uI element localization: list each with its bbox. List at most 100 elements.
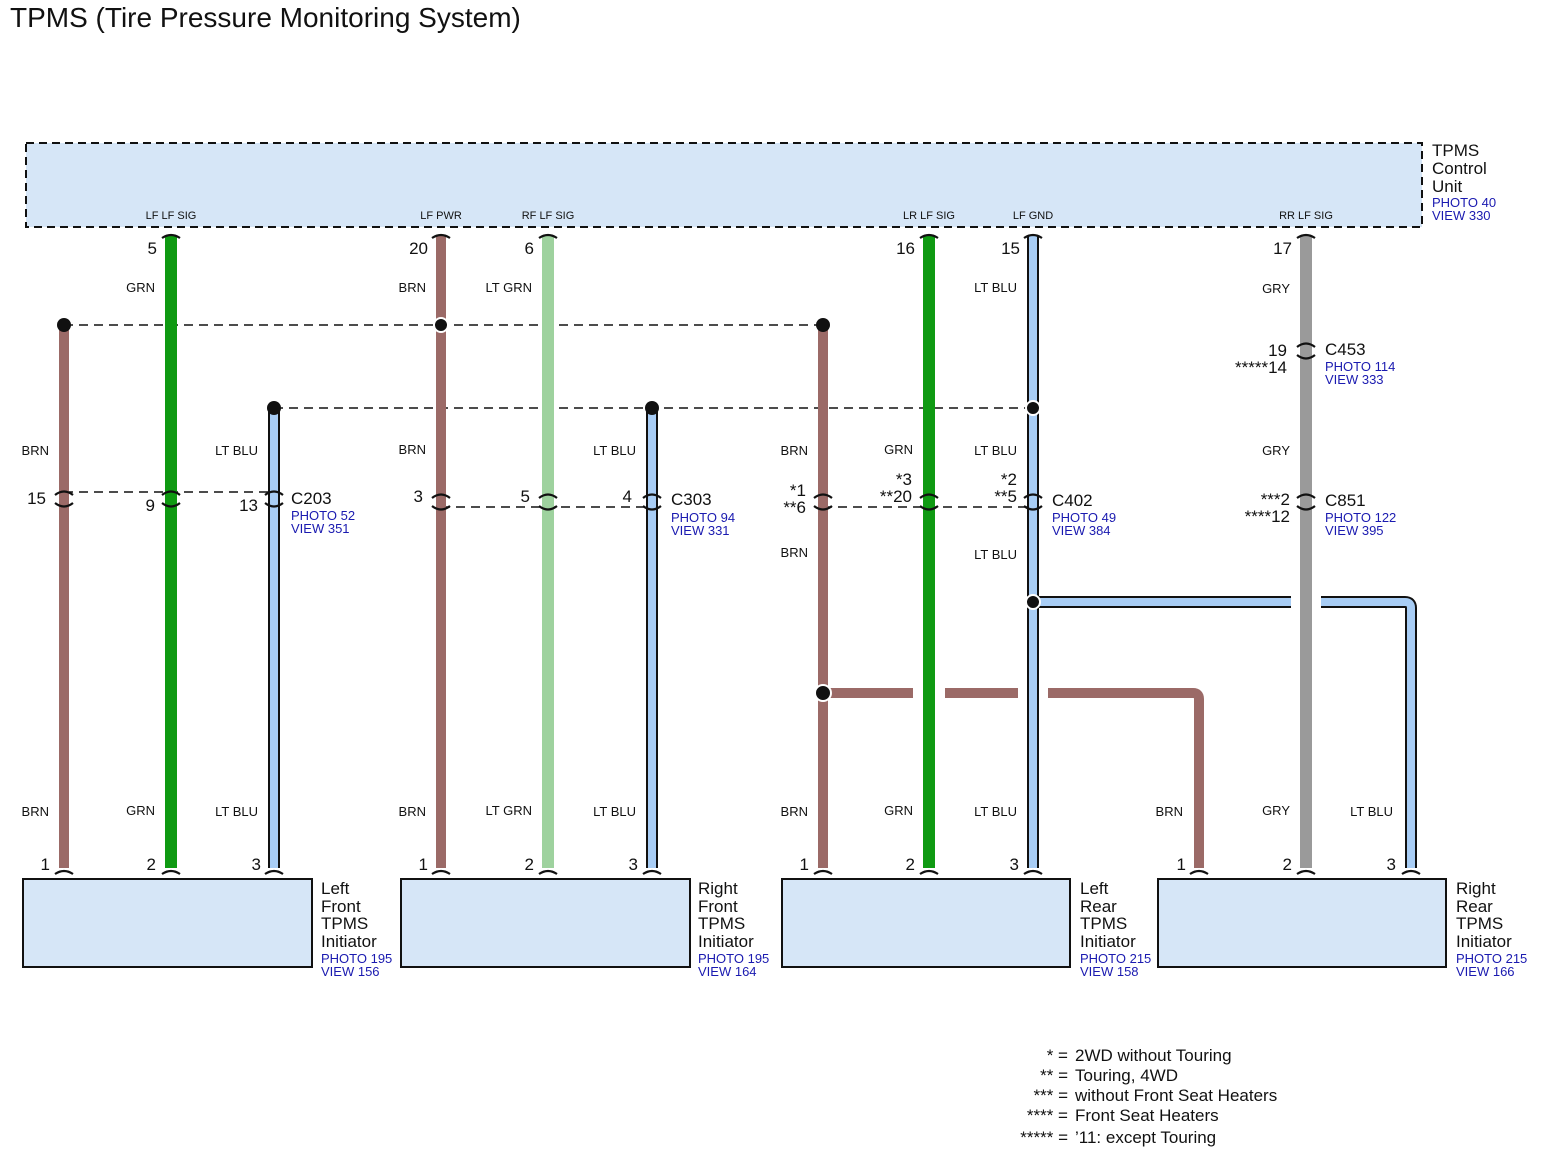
connector-arc xyxy=(538,493,558,499)
rf-initiator-box[interactable] xyxy=(400,878,691,968)
c203-photo-link[interactable]: PHOTO 52 xyxy=(291,508,355,523)
splice-points xyxy=(57,317,1041,702)
connector-arc xyxy=(431,493,451,499)
wire-label-grn: GRN xyxy=(126,803,155,818)
wire-label-lt-grn: LT GRN xyxy=(486,280,532,295)
rf-initiator-pin-2: 2 xyxy=(525,855,534,874)
signal-lr-lf-sig: LR LF SIG xyxy=(903,210,955,222)
connector-arc xyxy=(538,505,558,511)
legend-text: Touring, 4WD xyxy=(1075,1066,1178,1085)
cu-pin-lf-lf-sig: 5 xyxy=(148,239,157,258)
c203-pin-brn: 15 xyxy=(27,489,46,508)
c303-photo-link[interactable]: PHOTO 94 xyxy=(671,510,735,525)
control-unit-name-line2: Control xyxy=(1432,159,1487,178)
terminal-arc xyxy=(919,233,939,239)
wire-label-brn: BRN xyxy=(22,443,49,458)
rf-initiator-name-line3: TPMS xyxy=(698,914,745,933)
terminal-arc xyxy=(538,233,558,239)
rf-initiator-label: Right Front TPMS Initiator PHOTO 195 VIE… xyxy=(698,879,769,979)
wire-label-brn: BRN xyxy=(781,443,808,458)
c203-pin-grn: 9 xyxy=(146,496,155,515)
wire-ltblu-rr-branch[interactable] xyxy=(1033,598,1415,868)
wire-label-lt-blu: LT BLU xyxy=(1350,804,1393,819)
terminal-arc xyxy=(161,233,181,239)
lr-initiator-pin-2: 2 xyxy=(906,855,915,874)
lr-initiator-box[interactable] xyxy=(781,878,1071,968)
c402-view-link[interactable]: VIEW 384 xyxy=(1052,523,1111,538)
legend: * = 2WD without Touring ** = Touring, 4W… xyxy=(1020,1046,1277,1147)
terminal-arc xyxy=(813,869,833,875)
rr-initiator-photo-link[interactable]: PHOTO 215 xyxy=(1456,951,1527,966)
splice-dot xyxy=(816,318,830,332)
page-title: TPMS (Tire Pressure Monitoring System) xyxy=(10,2,521,33)
legend-text: without Front Seat Heaters xyxy=(1074,1086,1277,1105)
lr-initiator-view-link[interactable]: VIEW 158 xyxy=(1080,964,1139,979)
c303-view-link[interactable]: VIEW 331 xyxy=(671,523,730,538)
cu-pin-rf-lf-sig: 6 xyxy=(525,239,534,258)
connector-arc xyxy=(1296,354,1316,360)
rr-initiator-name-line1: Right xyxy=(1456,879,1496,898)
terminal-arc xyxy=(54,869,74,875)
wire-label-grn: GRN xyxy=(126,280,155,295)
connector-arc xyxy=(642,505,662,511)
wire-label-lt-blu: LT BLU xyxy=(974,280,1017,295)
terminal-arc xyxy=(1189,869,1209,875)
control-unit-view-link[interactable]: VIEW 330 xyxy=(1432,208,1491,223)
c453-name: C453 xyxy=(1325,340,1366,359)
wire-label-grn: GRN xyxy=(884,803,913,818)
c453-pin-bottom: *****14 xyxy=(1235,358,1287,377)
wire-brn-rr-branch[interactable] xyxy=(823,688,1204,868)
lf-initiator-view-link[interactable]: VIEW 156 xyxy=(321,964,380,979)
wire-label-brn: BRN xyxy=(399,804,426,819)
lr-initiator-photo-link[interactable]: PHOTO 215 xyxy=(1080,951,1151,966)
c453-view-link[interactable]: VIEW 333 xyxy=(1325,372,1384,387)
c402-photo-link[interactable]: PHOTO 49 xyxy=(1052,510,1116,525)
control-unit-name-line1: TPMS xyxy=(1432,141,1479,160)
connector-arc xyxy=(1296,342,1316,348)
lr-initiator-label: Left Rear TPMS Initiator PHOTO 215 VIEW … xyxy=(1080,879,1151,979)
splice-dot xyxy=(814,684,832,702)
wire-ltblu-rr-outline xyxy=(1033,596,1417,868)
c203-name: C203 xyxy=(291,489,332,508)
rr-initiator-name-line2: Rear xyxy=(1456,897,1493,916)
legend-text: 2WD without Touring xyxy=(1075,1046,1232,1065)
c851-view-link[interactable]: VIEW 395 xyxy=(1325,523,1384,538)
wire-label-brn: BRN xyxy=(1156,804,1183,819)
c203-pin-ltblu: 13 xyxy=(239,496,258,515)
lf-initiator-name-line3: TPMS xyxy=(321,914,368,933)
tpms-control-unit-box[interactable] xyxy=(25,142,1423,228)
wire-label-brn: BRN xyxy=(781,804,808,819)
rf-initiator-view-link[interactable]: VIEW 164 xyxy=(698,964,757,979)
splice-dot xyxy=(57,318,71,332)
wire-label-brn: BRN xyxy=(399,442,426,457)
c453-photo-link[interactable]: PHOTO 114 xyxy=(1325,359,1395,374)
terminal-arc xyxy=(264,869,284,875)
lf-initiator-photo-link[interactable]: PHOTO 195 xyxy=(321,951,392,966)
c851-photo-link[interactable]: PHOTO 122 xyxy=(1325,510,1396,525)
wire-label-grn: GRN xyxy=(884,442,913,457)
connector-arc xyxy=(919,493,939,499)
lf-initiator-box[interactable] xyxy=(22,878,313,968)
rr-initiator-label: Right Rear TPMS Initiator PHOTO 215 VIEW… xyxy=(1456,879,1527,979)
rr-initiator-box[interactable] xyxy=(1157,878,1447,968)
terminal-arc xyxy=(642,869,662,875)
lr-initiator-name-line2: Rear xyxy=(1080,897,1117,916)
signal-lf-lf-sig: LF LF SIG xyxy=(146,210,197,222)
cu-pin-rr-lf-sig: 17 xyxy=(1273,239,1292,258)
rf-initiator-photo-link[interactable]: PHOTO 195 xyxy=(698,951,769,966)
splice-dot xyxy=(645,401,659,415)
connector-symbols xyxy=(54,233,1421,875)
connector-arc xyxy=(813,493,833,499)
c402-pin-ltblu-top: *2 xyxy=(1001,470,1017,489)
connector-arc xyxy=(54,502,74,508)
c402-pin-brn-bottom: **6 xyxy=(783,498,806,517)
wire-label-lt-blu: LT BLU xyxy=(593,804,636,819)
terminal-arc xyxy=(431,869,451,875)
control-unit-photo-link[interactable]: PHOTO 40 xyxy=(1432,195,1496,210)
rr-initiator-view-link[interactable]: VIEW 166 xyxy=(1456,964,1515,979)
wire-label-lt-grn: LT GRN xyxy=(486,803,532,818)
rf-initiator-pin-3: 3 xyxy=(629,855,638,874)
legend-key: **** = xyxy=(1027,1106,1068,1125)
c203-view-link[interactable]: VIEW 351 xyxy=(291,521,350,536)
